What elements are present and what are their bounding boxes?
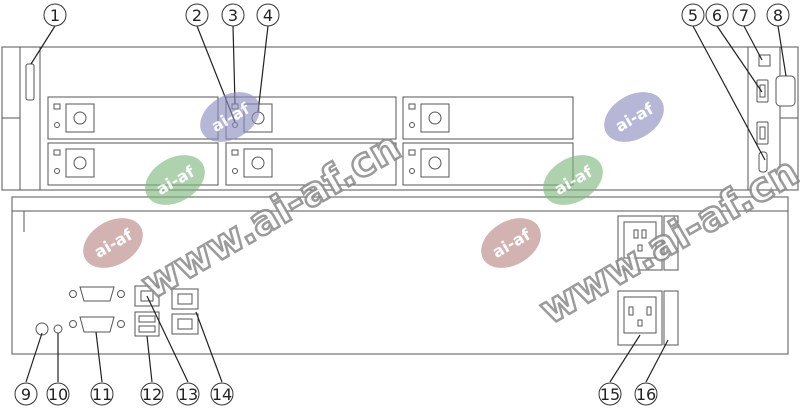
svg-text:7: 7 <box>739 6 749 25</box>
svg-text:2: 2 <box>192 6 202 25</box>
psu-handle <box>663 290 679 346</box>
svg-text:13: 13 <box>178 385 198 404</box>
rear-io <box>35 285 199 337</box>
callout-4: 4 <box>256 3 280 27</box>
svg-text:10: 10 <box>48 385 68 404</box>
svg-text:4: 4 <box>263 6 273 25</box>
svg-text:14: 14 <box>212 385 232 404</box>
drive-bay <box>47 96 219 140</box>
callout-16: 16 <box>634 382 658 406</box>
watermark-badge: ai-af <box>481 218 541 268</box>
svg-text:16: 16 <box>636 385 656 404</box>
drive-bay <box>402 142 574 186</box>
callout-11: 11 <box>90 382 114 406</box>
callout-14: 14 <box>210 382 234 406</box>
watermark-badge: ai-af <box>83 218 143 268</box>
svg-text:6: 6 <box>712 6 722 25</box>
watermark-badge: ai-af <box>145 155 205 205</box>
serial-port-icon <box>69 286 125 302</box>
rack-ear-handle <box>25 63 35 101</box>
usb-c-port-icon <box>758 151 768 173</box>
svg-text:9: 9 <box>21 385 31 404</box>
callout-3: 3 <box>221 3 245 27</box>
drive-bay <box>225 142 397 186</box>
psu-lower <box>617 290 679 346</box>
svg-text:3: 3 <box>228 6 238 25</box>
callout-7: 7 <box>732 3 756 27</box>
callout-12: 12 <box>140 382 164 406</box>
watermark-badge: ai-af <box>200 92 260 142</box>
svg-text:12: 12 <box>142 385 162 404</box>
power-supplies <box>617 215 679 346</box>
callouts: 1 2 3 4 5 6 7 8 9 10 11 12 13 14 15 16 <box>14 3 790 406</box>
watermark-badge: ai-af <box>543 155 603 205</box>
svg-text:11: 11 <box>92 385 112 404</box>
svg-text:8: 8 <box>773 6 783 25</box>
watermark-badge: ai-af <box>604 92 664 142</box>
callout-15: 15 <box>598 382 622 406</box>
psu-handle <box>663 215 679 271</box>
rear-led-icon <box>53 324 63 334</box>
svg-text:1: 1 <box>50 6 60 25</box>
psu-upper <box>617 215 679 271</box>
svg-text:15: 15 <box>600 385 620 404</box>
callout-5: 5 <box>681 3 705 27</box>
rear-button-icon <box>35 322 49 336</box>
vga-port-icon <box>69 316 125 333</box>
callout-10: 10 <box>46 382 70 406</box>
power-button-icon <box>758 54 771 67</box>
front-controls <box>756 54 796 173</box>
callout-1: 1 <box>43 3 67 27</box>
callout-2: 2 <box>185 3 209 27</box>
callout-13: 13 <box>176 382 200 406</box>
svg-text:5: 5 <box>688 6 698 25</box>
drive-bay <box>402 96 574 140</box>
callout-9: 9 <box>14 382 38 406</box>
ac-inlet-icon <box>623 221 657 259</box>
drive-bays <box>47 96 574 186</box>
callout-8: 8 <box>766 3 790 27</box>
callout-6: 6 <box>705 3 729 27</box>
front-connector-icon <box>775 75 796 107</box>
